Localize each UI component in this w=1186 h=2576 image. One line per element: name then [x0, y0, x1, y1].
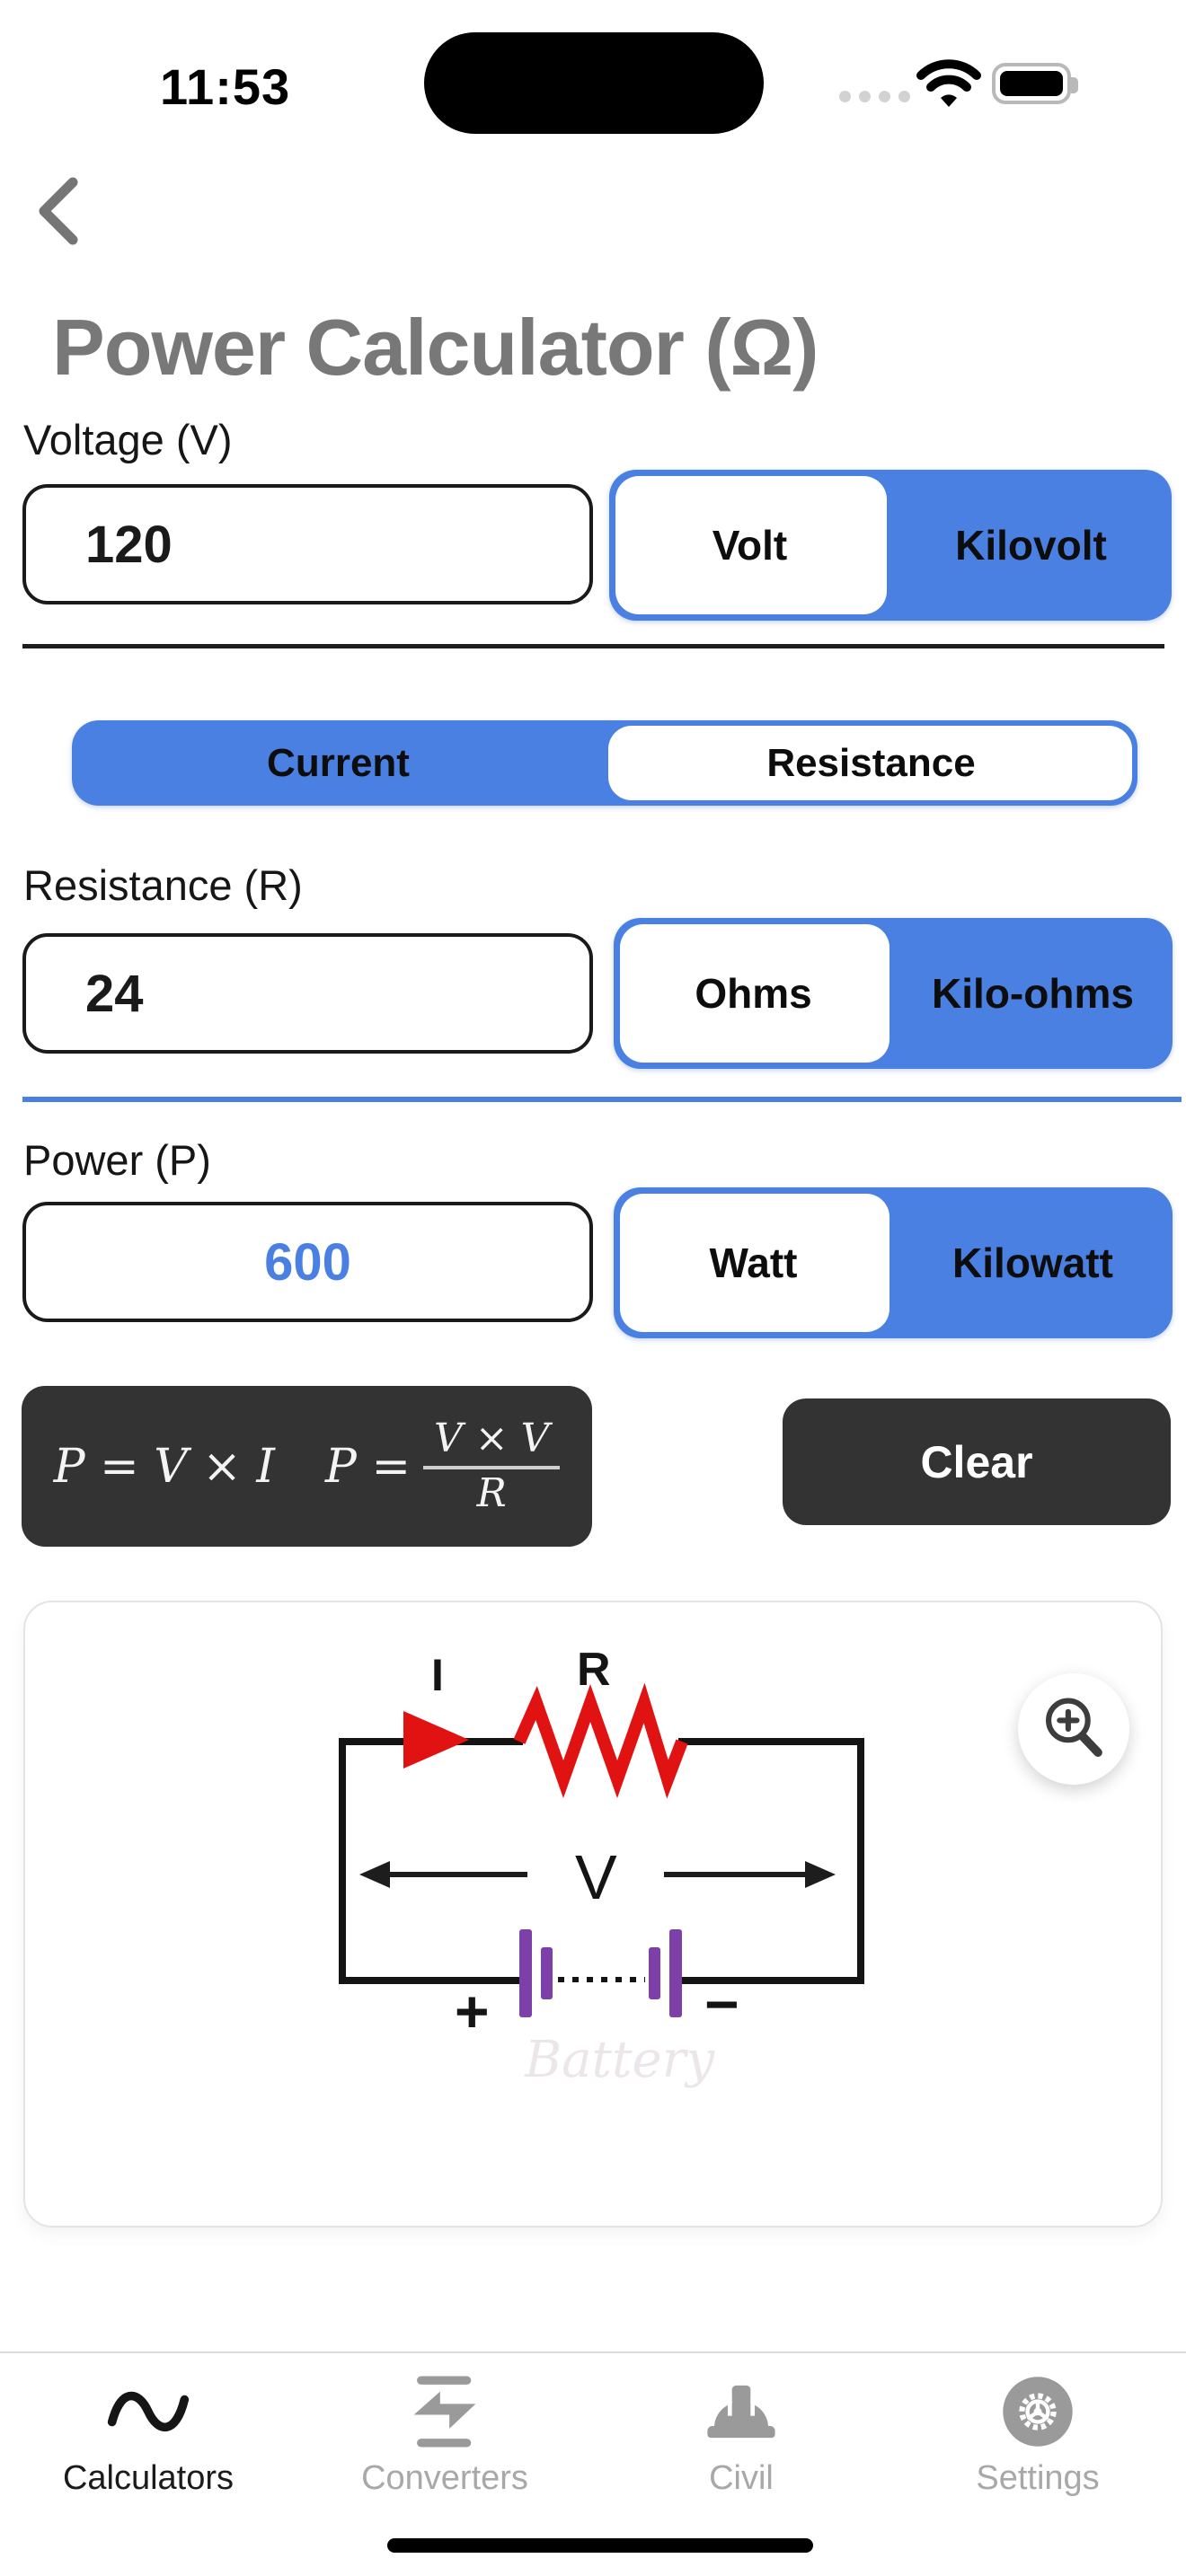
tab-settings[interactable]: Settings	[890, 2353, 1186, 2576]
circuit-diagram-card: I R V + − Battery	[23, 1601, 1163, 2228]
voltage-input[interactable]	[22, 484, 593, 604]
tab-label: Calculators	[62, 2459, 235, 2497]
resistance-unit-selected-bg	[620, 924, 890, 1063]
circuit-diagram: I R V + − Battery	[339, 1644, 864, 2089]
tab-label: Civil	[709, 2459, 774, 2497]
formula-2: P = V × V R	[324, 1416, 561, 1516]
dynamic-island	[424, 32, 764, 134]
power-unit-kilowatt[interactable]: Kilowatt	[952, 1239, 1113, 1286]
voltage-unit-selected-bg	[615, 476, 887, 614]
resistance-unit-ohms[interactable]: Ohms	[695, 970, 812, 1017]
power-result-input[interactable]	[22, 1202, 593, 1322]
swap-icon	[406, 2373, 483, 2450]
cellular-signal-icon	[839, 91, 910, 102]
tab-converters[interactable]: Converters	[296, 2353, 593, 2576]
power-unit-watt[interactable]: Watt	[709, 1239, 798, 1286]
resistance-label: Resistance (R)	[23, 861, 303, 909]
power-label: Power (P)	[23, 1136, 211, 1184]
formula-2-fraction: V × V R	[423, 1416, 561, 1516]
voltage-unit-kilovolt[interactable]: Kilovolt	[955, 522, 1107, 569]
gear-icon	[998, 2373, 1077, 2450]
watermark-text: Battery	[524, 2031, 715, 2089]
current-label: I	[431, 1650, 444, 1700]
mode-option-current[interactable]: Current	[267, 740, 410, 785]
formula-panel: P = V × I P = V × V R	[22, 1386, 592, 1547]
magnifier-plus-icon	[1046, 1698, 1102, 1757]
voltage-label: Voltage (V)	[23, 416, 233, 463]
mode-toggle: Current Resistance	[72, 720, 1137, 806]
formula-1: P = V × I	[53, 1439, 275, 1494]
battery-minus-label: −	[704, 1971, 739, 2037]
accent-divider	[22, 1097, 1182, 1102]
page-title: Power Calculator (Ω)	[52, 303, 819, 392]
resistance-unit-kiloohms[interactable]: Kilo-ohms	[932, 970, 1134, 1017]
resistance-input[interactable]	[22, 933, 593, 1054]
section-divider	[22, 644, 1164, 648]
tab-label: Converters	[361, 2459, 528, 2497]
voltage-unit-volt[interactable]: Volt	[712, 522, 788, 569]
clear-button[interactable]: Clear	[783, 1398, 1171, 1525]
resistor-label: R	[577, 1644, 611, 1696]
mode-option-resistance[interactable]: Resistance	[766, 740, 976, 785]
voltage-unit-toggle: Volt Kilovolt	[609, 470, 1172, 621]
formula-2-denominator: R	[476, 1469, 507, 1516]
battery-plus-label: +	[455, 1978, 490, 2044]
sine-wave-icon	[105, 2373, 191, 2450]
formula-2-numerator: V × V	[423, 1416, 561, 1469]
tab-label: Settings	[976, 2459, 1100, 2497]
status-time: 11:53	[160, 58, 291, 115]
voltage-label-diagram: V	[575, 1842, 617, 1912]
power-unit-toggle: Watt Kilowatt	[614, 1187, 1173, 1338]
mode-selected-bg	[608, 726, 1132, 800]
bottom-tab-bar: Calculators Converters Civil	[0, 2351, 1186, 2576]
home-indicator[interactable]	[387, 2538, 813, 2553]
zoom-image-button[interactable]	[1018, 1673, 1129, 1785]
back-button[interactable]	[27, 172, 90, 250]
battery-icon	[992, 63, 1078, 104]
tab-calculators[interactable]: Calculators	[0, 2353, 296, 2576]
formula-2-lhs: P =	[324, 1439, 412, 1494]
power-unit-selected-bg	[620, 1194, 890, 1332]
chevron-left-icon	[39, 177, 78, 245]
hard-hat-icon	[699, 2373, 783, 2450]
wifi-icon	[916, 59, 981, 112]
tab-civil[interactable]: Civil	[593, 2353, 890, 2576]
resistance-unit-toggle: Ohms Kilo-ohms	[614, 918, 1173, 1069]
